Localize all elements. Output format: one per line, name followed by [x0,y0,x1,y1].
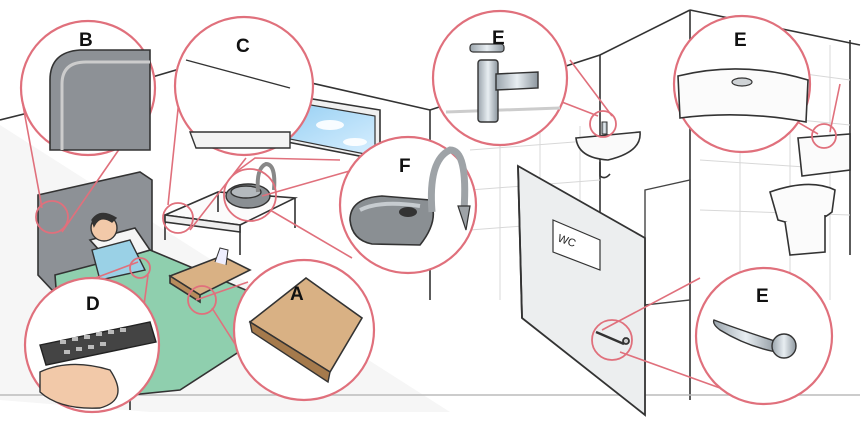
label-alcohol-gel-dispenser: F [399,156,411,177]
tray-table [168,247,252,304]
callout-f [338,135,478,275]
label-bed-headboard: B [79,30,93,51]
wc-sign [552,219,601,271]
label-door-handle: E [756,286,769,307]
gel-dispenser [225,161,277,209]
toilet [769,133,851,256]
callout-e-toilet [672,14,812,154]
sink [575,121,641,179]
callout-a [232,258,376,402]
label-remote-control: D [86,294,100,315]
callout-b [19,19,157,157]
patient [90,212,147,281]
label-table-edge: C [236,36,250,57]
callout-c [173,15,315,157]
door [517,164,646,417]
wc-sign-text: WC [556,233,577,251]
callout-targets [35,110,837,361]
label-toilet-flush: E [734,30,747,51]
callout-d [23,276,161,414]
label-tray-table: A [290,284,304,305]
callout-e-door [694,266,834,406]
label-sink-tap: E [492,28,505,49]
callout-e-sink [431,9,569,147]
